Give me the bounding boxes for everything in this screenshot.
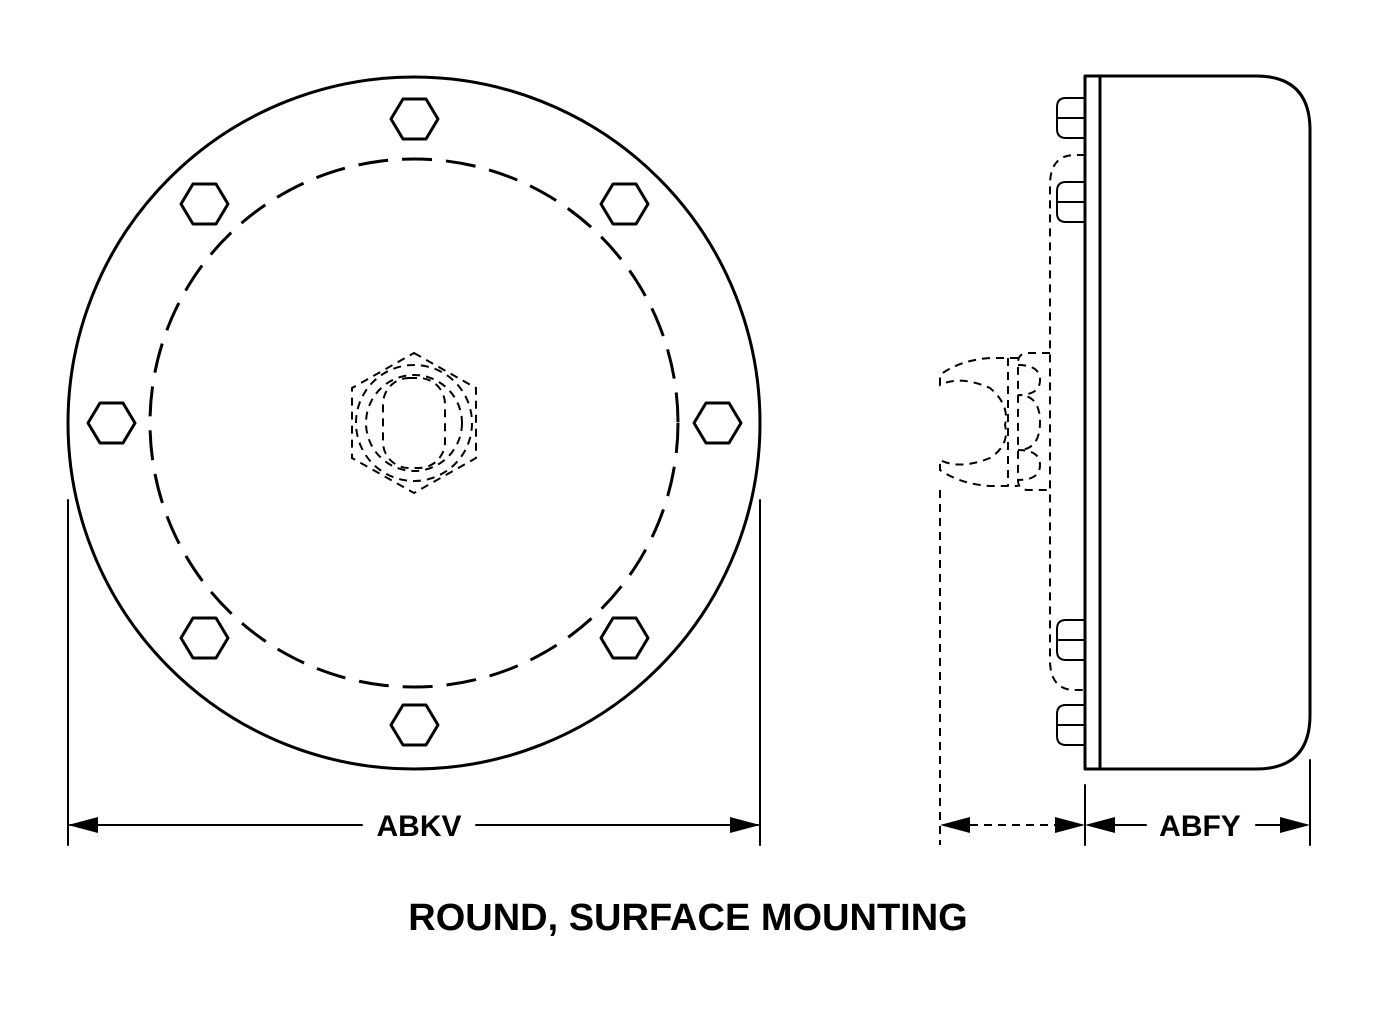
arrowhead-icon <box>68 817 98 833</box>
hidden-body-circle <box>148 157 680 689</box>
bolt-head-icon <box>1056 704 1086 746</box>
arrowhead-icon <box>730 817 760 833</box>
side-bolt-heads <box>1056 97 1086 746</box>
arrowhead-icon <box>1085 817 1115 833</box>
fitting-hex-profile <box>1017 352 1050 491</box>
center-hex-nut-icon <box>351 351 477 495</box>
arrowhead-icon <box>1280 817 1310 833</box>
bolt-hex-icon <box>389 703 440 747</box>
mounting-bolts <box>86 97 743 747</box>
drawing-caption: ROUND, SURFACE MOUNTING <box>408 897 967 939</box>
dimension-label-diameter: ABKV <box>376 810 461 843</box>
fitting-hex-profile <box>1017 364 1042 481</box>
bolt-hex-icon <box>86 401 137 445</box>
outer-flange-circle <box>66 75 762 771</box>
hidden-center-fitting <box>351 351 477 495</box>
dimension-label-depth: ABFY <box>1159 810 1241 843</box>
bolt-head-icon <box>1056 619 1086 661</box>
hidden-boss-outline <box>1049 154 1085 691</box>
front-view: ABKV <box>66 75 762 846</box>
center-fitting-ring <box>365 374 463 472</box>
arrowhead-icon <box>940 817 970 833</box>
housing-body <box>1083 74 1312 771</box>
bolt-hex-icon <box>389 97 440 141</box>
hidden-side-fitting <box>939 352 1050 491</box>
center-fitting-ring <box>355 364 473 482</box>
bolt-hex-icon <box>692 401 743 445</box>
center-fitting-bore <box>382 377 446 469</box>
fitting-nozzle <box>939 357 1018 487</box>
bolt-hex-icon <box>179 616 230 660</box>
bolt-head-icon <box>1056 181 1086 223</box>
side-view: ABFY <box>939 74 1312 846</box>
arrowhead-icon <box>1055 817 1085 833</box>
bolt-hex-icon <box>599 182 650 226</box>
bolt-hex-icon <box>179 182 230 226</box>
bolt-head-icon <box>1056 97 1086 139</box>
bolt-hex-icon <box>599 616 650 660</box>
